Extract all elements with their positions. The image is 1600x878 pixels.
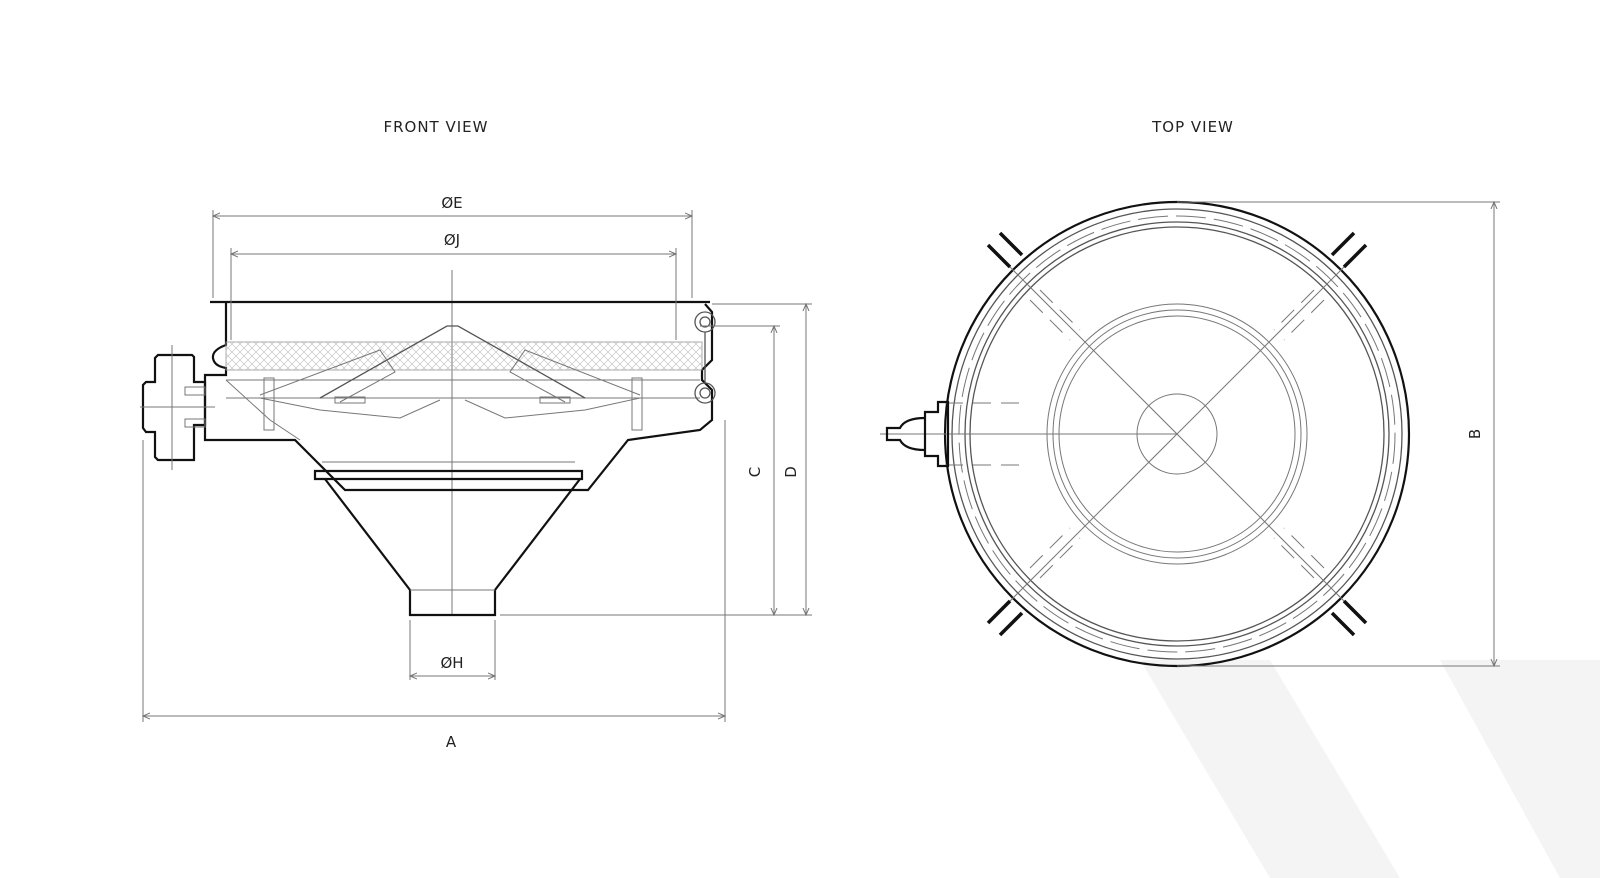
top-dimensions: B [1177,202,1500,666]
dimension-B-label: B [1466,429,1484,439]
dimension-H-label: ØH [440,654,463,672]
dimension-C-label: C [746,467,764,477]
front-dimensions: ØE ØJ ØH A C D [143,194,812,751]
background-watermark [1140,660,1600,878]
top-view [880,200,1411,668]
top-view-title: TOP VIEW [1151,118,1234,136]
dimension-E-label: ØE [441,194,462,212]
front-view-title: FRONT VIEW [383,118,488,136]
dimension-D-label: D [782,466,800,478]
dimension-A-label: A [446,733,457,751]
front-view [140,270,716,617]
dimension-J-label: ØJ [444,231,460,249]
